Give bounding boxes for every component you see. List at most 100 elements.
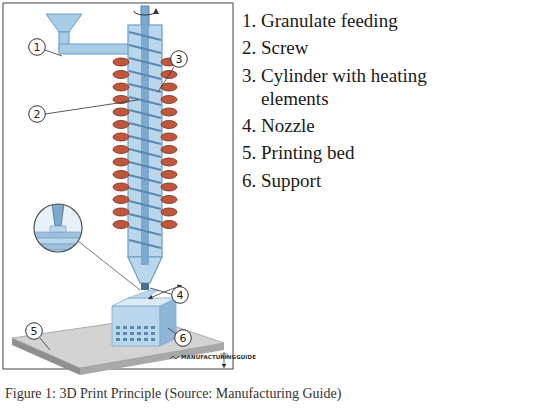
- layer: [30, 244, 90, 250]
- watermark: MANUFACTURINGGUIDE: [181, 354, 256, 360]
- leader-line: [158, 67, 174, 92]
- support-structure: [116, 326, 155, 341]
- heating-coil: [113, 171, 129, 179]
- heating-coil: [161, 121, 177, 129]
- heating-coil: [113, 108, 129, 116]
- heating-coil: [113, 208, 129, 216]
- x-axis-arrow: [150, 292, 164, 298]
- callout-number: 6: [174, 329, 192, 347]
- hopper: [46, 14, 82, 32]
- support-cell: [137, 332, 141, 335]
- nozzle-tip: [141, 283, 149, 290]
- leader-line: [150, 288, 171, 294]
- callout-number-text: 2: [28, 105, 46, 123]
- callout-circle-outline: [171, 51, 188, 68]
- support-cell: [130, 338, 134, 341]
- heating-coil: [161, 108, 177, 116]
- support-cell: [137, 338, 141, 341]
- screw-flight: [129, 201, 161, 209]
- leader-line: [45, 100, 138, 114]
- screw-flights: [129, 32, 161, 248]
- magnifier-ring: [34, 204, 82, 252]
- figure-caption: Figure 1: 3D Print Principle (Source: Ma…: [5, 386, 341, 402]
- callout-number: 5: [25, 322, 43, 340]
- magnifier-bg: [30, 200, 90, 260]
- screw-flight: [129, 45, 161, 53]
- screw-flight: [129, 240, 161, 248]
- callout-number-text: 3: [170, 50, 188, 68]
- callout-circle-outline: [26, 323, 43, 340]
- support-cell: [116, 338, 120, 341]
- heating-coil: [113, 133, 129, 141]
- heating-coil: [161, 183, 177, 191]
- heating-coil: [113, 146, 129, 154]
- printed-part-top: [112, 298, 176, 306]
- screw-flight: [129, 149, 161, 157]
- heating-coil: [113, 121, 129, 129]
- support-cell: [144, 338, 148, 341]
- support-cell: [123, 326, 127, 329]
- support-cell: [116, 326, 120, 329]
- support-cell: [151, 326, 155, 329]
- legend-item: 6. Support: [242, 169, 552, 192]
- heating-coil: [161, 196, 177, 204]
- screw-flight: [129, 84, 161, 92]
- heating-coil: [113, 158, 129, 166]
- layer: [30, 250, 90, 258]
- feed-pipe: [59, 44, 129, 54]
- legend-item: 1. Granulate feeding: [242, 9, 552, 32]
- heating-coil: [161, 208, 177, 216]
- screw-flight: [129, 188, 161, 196]
- heating-coil: [161, 146, 177, 154]
- callout-number: 4: [171, 286, 189, 304]
- support-cell: [123, 332, 127, 335]
- magnifier-content: [30, 200, 90, 260]
- leader-line: [45, 50, 62, 56]
- screw-flight: [129, 71, 161, 79]
- callout-number-text: 4: [171, 286, 189, 304]
- heating-coils: [113, 58, 177, 229]
- legend-item: 4. Nozzle: [242, 114, 552, 137]
- callout-number-text: 1: [28, 38, 46, 56]
- heating-coil: [161, 171, 177, 179]
- heating-coil: [113, 83, 129, 91]
- screw-flight: [129, 227, 161, 235]
- heating-coil: [161, 158, 177, 166]
- support-cell: [151, 338, 155, 341]
- support-cell: [116, 332, 120, 335]
- heating-coil: [161, 221, 177, 229]
- heating-coil: [113, 221, 129, 229]
- heating-coil: [161, 133, 177, 141]
- callout-circle-outline: [29, 106, 46, 123]
- callout-circle-outline: [175, 330, 192, 347]
- legend-item: 5. Printing bed: [242, 141, 552, 164]
- screw-flight: [129, 175, 161, 183]
- callout-number: 3: [170, 50, 188, 68]
- support-cell: [144, 332, 148, 335]
- support-cell: [130, 326, 134, 329]
- screw-flight: [129, 32, 161, 40]
- screw-flight: [129, 123, 161, 131]
- watermark-icon: [170, 356, 179, 359]
- screw-flight: [129, 214, 161, 222]
- heating-coil: [161, 96, 177, 104]
- figure-frame: [3, 3, 233, 369]
- callout-number-text: 5: [25, 322, 43, 340]
- callout-number: 1: [28, 38, 46, 56]
- support-cell: [151, 332, 155, 335]
- support-cell: [130, 332, 134, 335]
- legend-item: 3. Cylinder with heating elements: [242, 64, 476, 110]
- screw-flight: [129, 58, 161, 66]
- screw-flight: [129, 110, 161, 118]
- callout-number-text: 6: [174, 329, 192, 347]
- heating-coil: [113, 71, 129, 79]
- extruded-bead: [50, 226, 66, 232]
- heating-coil: [113, 58, 129, 66]
- callout-number: 2: [28, 105, 46, 123]
- legend-item: 2. Screw: [242, 36, 552, 59]
- heating-coil: [113, 196, 129, 204]
- support-cell: [123, 338, 127, 341]
- support-cell: [144, 326, 148, 329]
